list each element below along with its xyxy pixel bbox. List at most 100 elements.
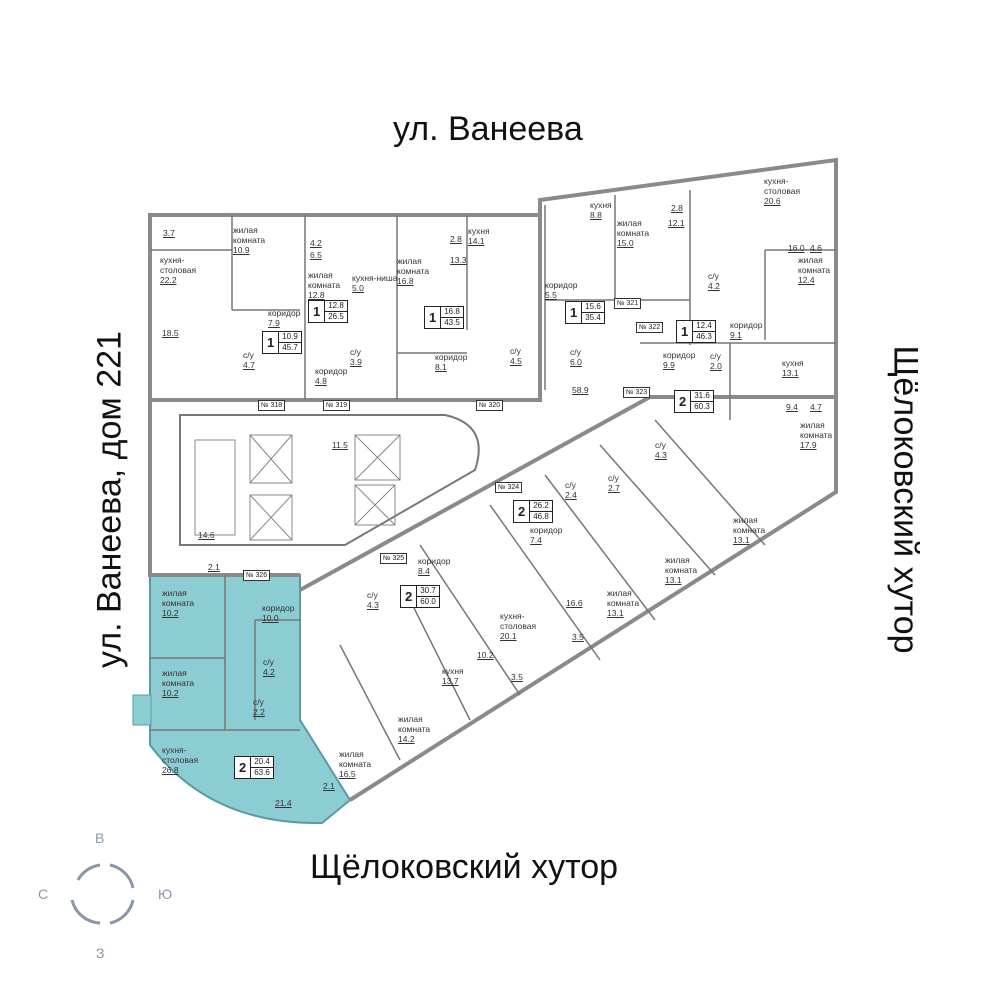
room-name: жилая комната — [162, 668, 195, 688]
room-name: с/у — [243, 350, 254, 360]
living-area: 16.8 — [441, 307, 463, 318]
room-area: 3.5 — [511, 672, 523, 682]
room-label: 2.1 — [323, 781, 371, 791]
total-area: 45.7 — [282, 343, 298, 352]
unit-number: № 325 — [380, 553, 408, 564]
room-label: 18.5 — [162, 328, 210, 338]
room-area: 4.6 — [810, 243, 822, 253]
room-area: 21.4 — [275, 798, 292, 808]
room-name: с/у — [708, 271, 719, 281]
room-count: 1 — [425, 307, 442, 328]
room-area: 2.4 — [565, 490, 577, 500]
room-name: с/у — [570, 347, 581, 357]
room-count: 2 — [401, 586, 418, 607]
room-name: с/у — [253, 697, 264, 707]
room-area: 3.7 — [163, 228, 175, 238]
room-count: 1 — [309, 301, 326, 322]
total-area: 63.6 — [254, 768, 270, 777]
room-area: 10.2 — [162, 688, 179, 698]
room-name: жилая комната — [665, 555, 698, 575]
room-count: 1 — [566, 302, 583, 323]
elevator-core — [179, 414, 480, 546]
room-name: жилая комната — [798, 255, 831, 275]
room-area: 58.9 — [572, 385, 589, 395]
room-name: коридор — [663, 350, 696, 360]
compass-south: З — [96, 945, 105, 961]
unit-number: № 326 — [243, 570, 271, 581]
room-name: коридор — [530, 525, 563, 535]
room-area: 9.1 — [730, 330, 742, 340]
selected-apartment[interactable] — [149, 574, 352, 825]
unit-number: № 324 — [495, 482, 523, 493]
room-name: кухня — [442, 666, 464, 676]
room-area: 16.0 — [788, 243, 805, 253]
room-name: кухня-ниша — [352, 273, 398, 283]
unit-number: № 323 — [623, 387, 651, 398]
room-name: жилая комната — [733, 515, 766, 535]
room-name: коридор — [262, 603, 295, 613]
room-area: 10.2 — [477, 650, 494, 660]
room-area: 20.1 — [500, 631, 517, 641]
total-area: 46.3 — [696, 332, 712, 341]
room-area: 8.4 — [418, 566, 430, 576]
room-label: 4.6 — [810, 243, 858, 253]
elevators — [194, 434, 401, 541]
living-area: 30.7 — [417, 586, 439, 597]
room-name: с/у — [350, 347, 361, 357]
room-area: 13.3 — [450, 255, 467, 265]
compass-icon — [70, 863, 135, 925]
room-name: с/у — [367, 590, 378, 600]
room-label: 58.9 — [572, 385, 620, 395]
room-area: 20.6 — [764, 196, 781, 206]
room-area: 10.0 — [262, 613, 279, 623]
room-count: 2 — [514, 501, 531, 522]
room-area: 2.8 — [671, 203, 683, 213]
room-label: 13.3 — [450, 255, 498, 265]
room-area: 2.8 — [450, 234, 462, 244]
room-area: 4.5 — [510, 356, 522, 366]
unit-number: № 322 — [636, 322, 664, 333]
room-name: жилая комната — [398, 714, 431, 734]
room-area: 10.2 — [162, 608, 179, 618]
room-area: 12.1 — [668, 218, 685, 228]
total-area: 60.0 — [420, 597, 436, 606]
room-area: 3.9 — [350, 357, 362, 367]
room-label: 21.4 — [275, 798, 323, 808]
street-label-bottom: Щёлоковский хутор — [310, 848, 619, 886]
room-name: кухня-столовая — [160, 255, 197, 275]
total-area: 46.8 — [533, 512, 549, 521]
room-name: кухня — [468, 226, 490, 236]
room-area: 22.2 — [160, 275, 177, 285]
room-area: 14.6 — [198, 530, 215, 540]
room-label: 6.5 — [310, 250, 358, 260]
unit-number: № 321 — [614, 298, 642, 309]
room-area: 16.5 — [339, 769, 356, 779]
room-area: 14.2 — [398, 734, 415, 744]
